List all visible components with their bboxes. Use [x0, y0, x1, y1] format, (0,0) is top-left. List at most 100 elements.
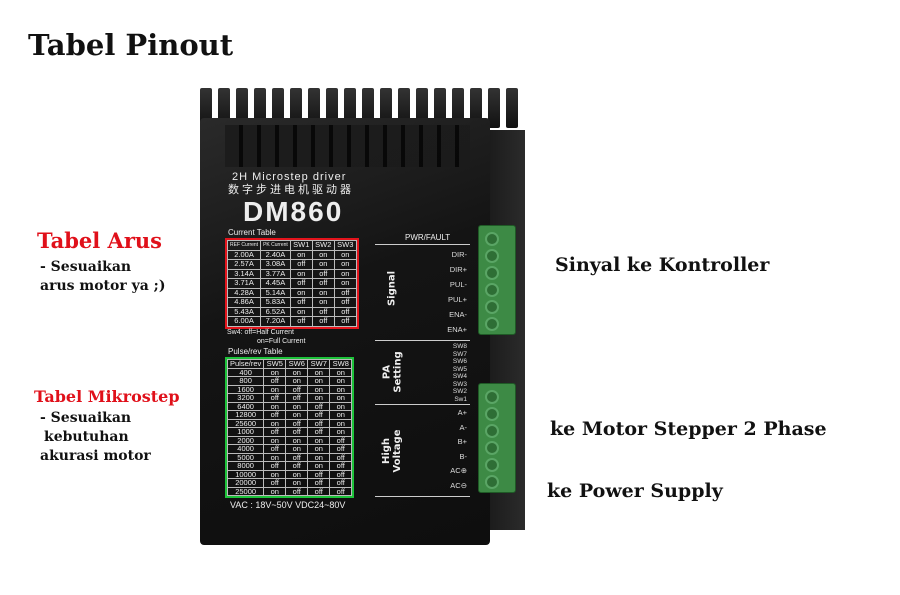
terminal-screw — [485, 424, 499, 438]
table-cell: on — [263, 452, 287, 462]
table-cell: off — [333, 287, 357, 298]
table-cell: 25600 — [226, 418, 265, 428]
table-cell: on — [329, 418, 353, 428]
table-cell: 4000 — [226, 444, 265, 454]
table-cell: off — [333, 297, 357, 308]
table-cell: on — [329, 367, 353, 377]
table-cell: 8000 — [226, 461, 265, 471]
table-cell: 2000 — [226, 435, 265, 445]
table-cell: on — [307, 393, 331, 403]
table-cell: on — [285, 367, 309, 377]
table-cell: on — [289, 249, 313, 260]
note-line: - Sesuaikan — [40, 259, 132, 275]
table-cell: 3200 — [226, 393, 265, 403]
table-cell: on — [311, 297, 335, 308]
table-cell: on — [263, 367, 287, 377]
column-header: SW3 — [333, 240, 357, 251]
device-subtitle-cn: 数字步进电机驱动器 — [228, 184, 354, 196]
note-line: - Sesuaikan — [40, 410, 132, 426]
table-cell: on — [289, 306, 313, 317]
table-cell: on — [263, 469, 287, 479]
table-cell: off — [307, 410, 331, 420]
table-cell: on — [263, 418, 287, 428]
current-table-title: Current Table — [228, 228, 276, 237]
table-cell: on — [307, 452, 331, 462]
table-cell: on — [285, 478, 309, 488]
group-label-high-voltage: High Voltage — [381, 429, 403, 473]
column-header: SW2 — [311, 240, 335, 251]
heatsink-fin — [488, 88, 500, 128]
pin-label: B+ — [457, 437, 467, 446]
pin-label: SW2 — [452, 388, 467, 395]
table-cell: off — [285, 418, 309, 428]
table-cell: off — [263, 427, 287, 437]
table-cell: 5.14A — [260, 287, 291, 298]
table-cell: 2.57A — [226, 259, 262, 270]
column-header: SW6 — [285, 359, 309, 369]
voltage-rating: VAC : 18V~50V VDC24~80V — [230, 500, 346, 510]
table-cell: off — [285, 427, 309, 437]
table-cell: off — [311, 316, 335, 327]
table-cell: on — [263, 486, 287, 496]
table-cell: on — [307, 435, 331, 445]
table-cell: off — [289, 278, 313, 289]
group-label-pa-setting: PA Setting — [381, 351, 404, 393]
table-cell: 3.08A — [260, 259, 291, 270]
table-cell: on — [263, 384, 287, 394]
table-cell: on — [285, 444, 309, 454]
divider — [375, 404, 470, 405]
table-cell: on — [311, 249, 335, 260]
table-cell: off — [289, 259, 313, 270]
pin-label: A+ — [457, 408, 467, 417]
column-header: SW5 — [263, 359, 287, 369]
column-header: Pulse/rev — [226, 359, 265, 369]
pin-label: SW6 — [452, 358, 467, 365]
table-cell: on — [333, 278, 357, 289]
table-cell: off — [329, 478, 353, 488]
terminal-screw — [485, 283, 499, 297]
table-cell: 10000 — [226, 469, 265, 479]
pin-label: SW3 — [452, 380, 467, 388]
pin-label: SW8 — [452, 343, 467, 350]
microstep-note: - Sesuaikan kebutuhan akurasi motor — [40, 409, 151, 466]
table-cell: off — [329, 486, 353, 496]
table-cell: on — [285, 435, 309, 445]
table-cell: off — [289, 297, 313, 308]
pin-label: A- — [459, 422, 468, 432]
table-cell: on — [329, 401, 353, 411]
table-cell: on — [285, 376, 309, 386]
table-cell: 1000 — [226, 427, 265, 437]
table-cell: 800 — [226, 376, 265, 386]
table-cell: on — [333, 249, 357, 260]
table-cell: on — [285, 469, 309, 479]
table-cell: 6.00A — [226, 316, 262, 327]
table-cell: on — [307, 461, 331, 471]
table-cell: 2.00A — [226, 249, 262, 260]
pin-label: SW7 — [452, 350, 467, 358]
divider — [375, 496, 470, 497]
terminal-screw — [485, 407, 499, 421]
table-cell: 6.52A — [260, 306, 291, 317]
table-cell: on — [333, 268, 357, 279]
motor-annotation: ke Motor Stepper 2 Phase — [550, 418, 827, 440]
signal-terminal-block — [478, 225, 516, 335]
table-cell: 25000 — [226, 486, 265, 496]
table-cell: off — [329, 444, 353, 454]
table-cell: on — [311, 287, 335, 298]
table-cell: off — [263, 393, 287, 403]
vent-fins — [225, 125, 470, 167]
table-cell: on — [307, 367, 331, 377]
